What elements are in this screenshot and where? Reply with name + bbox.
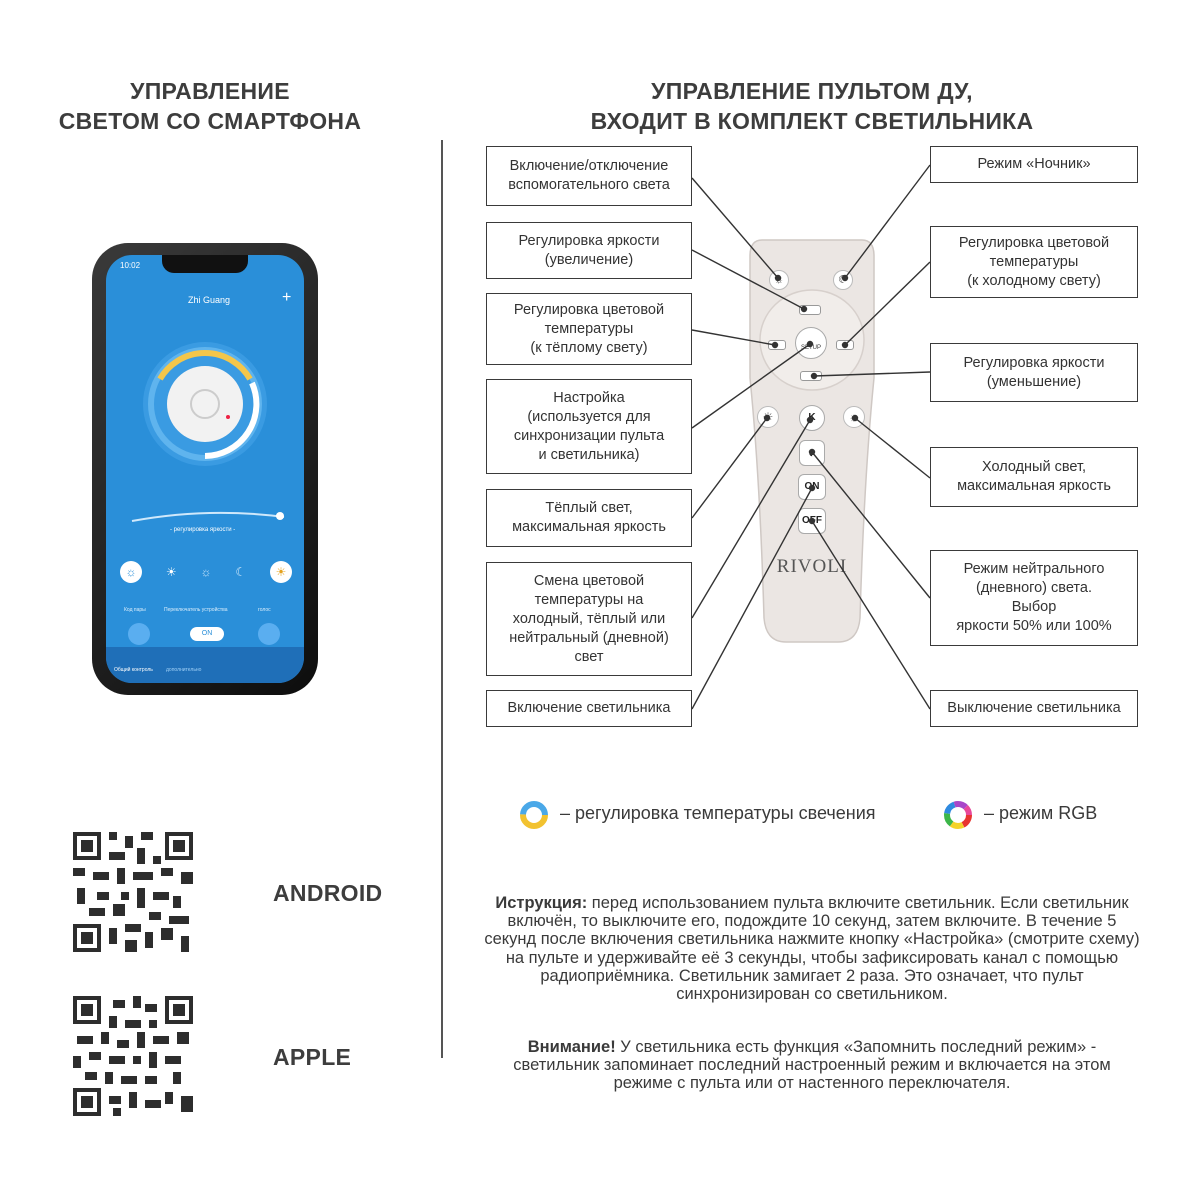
add-button[interactable]: + [282,289,292,306]
callout-cct-warm: Регулировка цветовой температуры (к тёпл… [486,293,692,365]
phone-notch [162,255,248,273]
store-label-apple: APPLE [273,1044,352,1070]
slider-label: - регулировка яркости - [170,527,236,533]
smartphone: 10:02 Zhi Guang + - регулировка яркости … [92,243,318,695]
callout-cct-cold: Регулировка цветовой температуры (к холо… [930,226,1138,298]
callout-night-mode: Режим «Ночник» [930,146,1138,183]
label-voice: голос [258,607,271,613]
label-pair-code: Код пары [124,607,146,613]
dim-icon[interactable]: ☼ [200,565,212,579]
callout-brightness-down: Регулировка яркости (уменьшение) [930,343,1138,402]
callout-aux-light: Включение/отключение вспомогательного св… [486,146,692,206]
store-label-android: ANDROID [273,880,383,906]
callout-brightness-up: Регулировка яркости (увеличение) [486,222,692,279]
label-device-switch: Переключатель устройства [164,607,228,613]
callout-power-on: Включение светильника [486,690,692,727]
warm-light-icon[interactable]: ☀ [269,561,292,583]
cold-light-icon[interactable]: ☼ [120,561,142,583]
legend-rgb: – режим RGB [984,803,1098,823]
setup-button[interactable]: SETUP [795,327,827,359]
qr-code-apple[interactable] [73,996,193,1116]
callout-setup: Настройка (используется для синхронизаци… [486,379,692,474]
legend-temperature: – регулировка температуры свечения [560,803,876,823]
instructions-heading: Иструкция: [495,894,588,912]
nav-general-control[interactable]: Общий контроль [114,667,153,673]
attention-text: У светильника есть функция «Запомнить по… [513,1038,1111,1093]
callout-warm-max: Тёплый свет, максимальная яркость [486,489,692,547]
remote-brand-logo: RIVOLI [776,556,848,577]
callout-neutral: Режим нейтрального (дневного) света. Выб… [930,550,1138,646]
app-screen: 10:02 Zhi Guang + - регулировка яркости … [106,255,304,683]
voice-button[interactable] [258,623,280,645]
right-header-line-2: ВХОДИТ В КОМПЛЕКТ СВЕТИЛЬНИКА [590,108,1034,134]
mode-icon-row: ☼ ☀ ☼ ☾ ☀ [120,561,292,585]
rgb-icon [944,801,972,829]
attention-paragraph: Внимание! У светильника есть функция «За… [500,1038,1124,1093]
attention-heading: Внимание! [527,1038,616,1056]
brightness-dial[interactable] [140,339,270,469]
callout-cct-switch: Смена цветовой температуры на холодный, … [486,562,692,676]
callout-cold-max: Холодный свет, максимальная яркость [930,447,1138,507]
callout-power-off: Выключение светильника [930,690,1138,727]
nav-additional[interactable]: дополнительно [166,667,202,673]
brightness-up-button[interactable] [799,305,821,315]
brightness-slider[interactable] [128,505,288,525]
bottom-navbar: Общий контроль дополнительно [106,647,304,683]
status-time: 10:02 [120,261,141,270]
right-header: УПРАВЛЕНИЕ ПУЛЬТОМ ДУ, ВХОДИТ В КОМПЛЕКТ… [520,76,1104,136]
left-header: УПРАВЛЕНИЕ СВЕТОМ СО СМАРТФОНА [40,76,380,136]
temperature-icon [520,801,548,829]
sun-icon[interactable]: ☀ [165,565,177,579]
pair-code-button[interactable] [128,623,150,645]
qr-code-android[interactable] [73,832,193,952]
device-switch-toggle[interactable]: ON [190,627,224,641]
instructions-paragraph: Иструкция: перед использованием пульта в… [484,894,1140,1003]
moon-icon[interactable]: ☾ [235,565,247,579]
instructions-text: перед использованием пульта включите све… [484,894,1140,1004]
app-title: Zhi Guang [188,295,231,305]
left-header-line-2: СВЕТОМ СО СМАРТФОНА [58,108,362,134]
right-header-line-1: УПРАВЛЕНИЕ ПУЛЬТОМ ДУ, [651,78,973,104]
left-header-line-1: УПРАВЛЕНИЕ [130,78,290,104]
divider-line [441,140,443,1058]
